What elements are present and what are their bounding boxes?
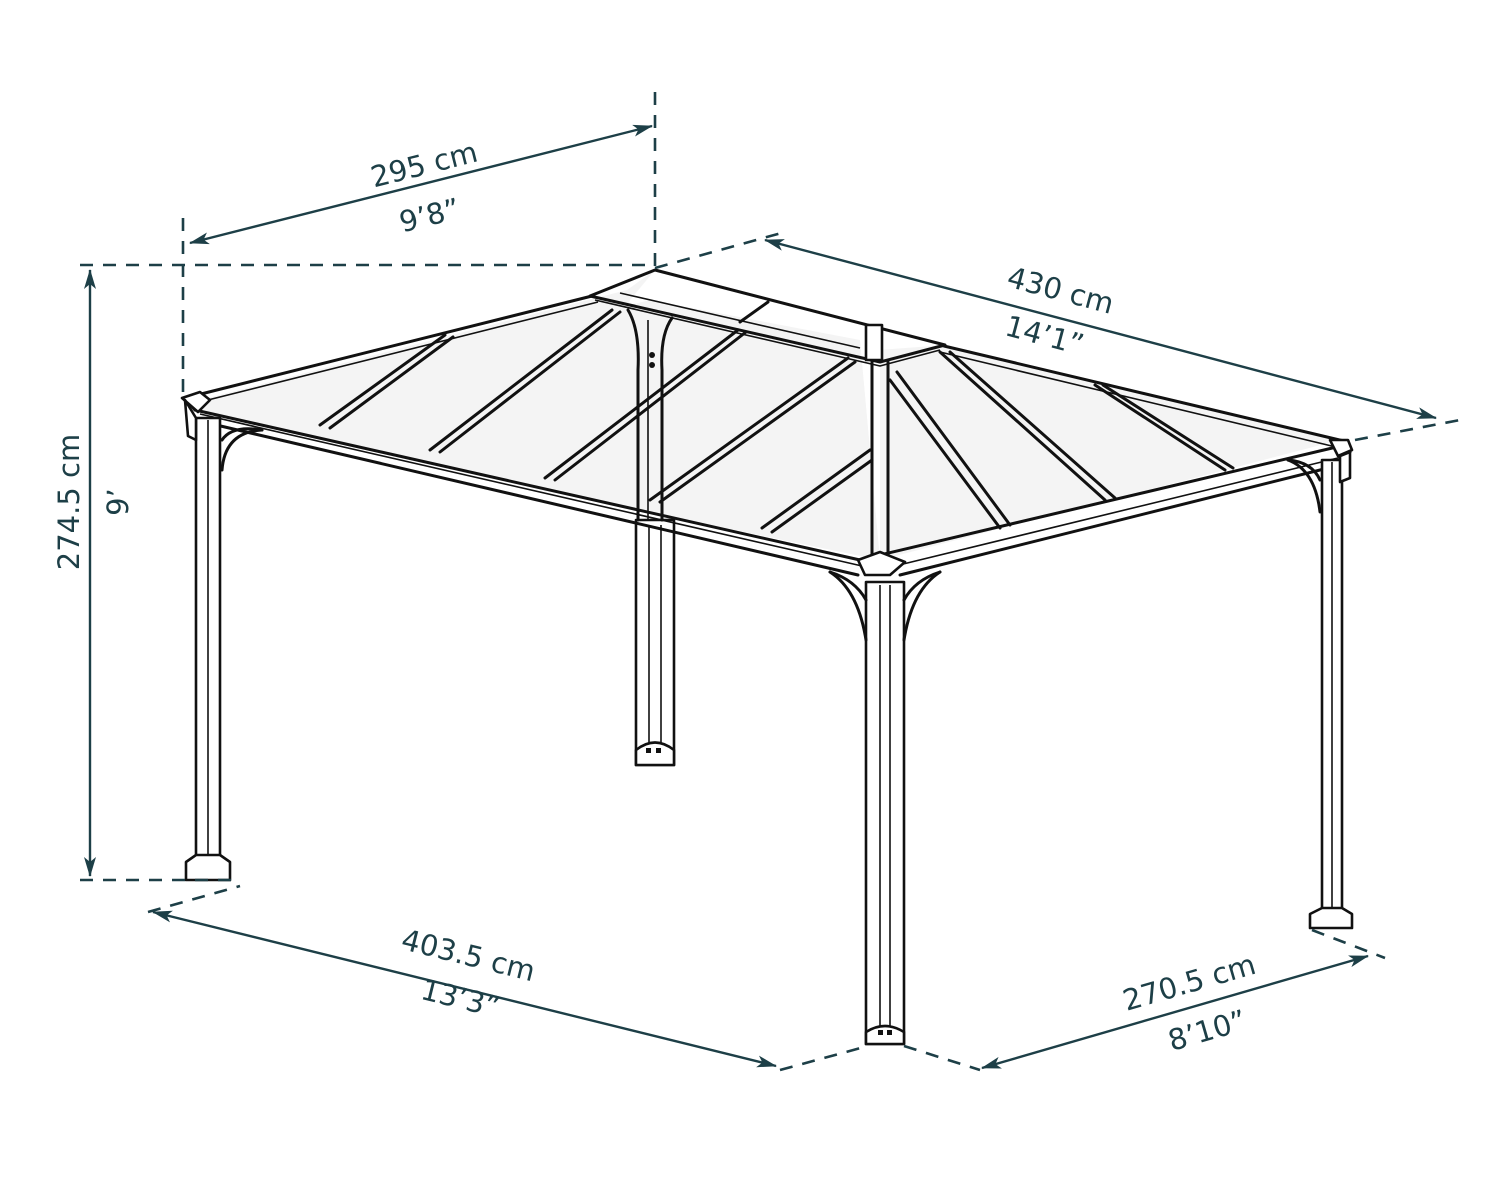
leg-left [183,398,264,882]
corner-cap-front [856,550,907,577]
ext-line-base-left-diag [147,884,241,914]
label-height-imperial: 9’ [101,488,135,516]
leg-right [1286,450,1354,930]
dim-arrow-base-length [152,910,777,1068]
label-top-depth-metric: 295 cm [367,135,481,195]
label-top-length-imperial: 14’1” [1002,309,1088,362]
label-height-metric: 274.5 cm [52,434,86,570]
gazebo-drawing [180,268,1354,1046]
corner-cap-left [180,390,212,414]
ext-line-right-corner [1354,418,1461,442]
ext-line-base-front-left [779,1044,869,1072]
dim-arrow-top-depth [189,124,653,245]
label-base-length-imperial: 13’3” [418,972,503,1024]
dim-arrow-base-depth [981,954,1369,1070]
ext-line-base-right [1311,928,1386,960]
dim-arrow-top-length [764,238,1437,420]
label-top-depth-imperial: 9’8” [396,191,464,239]
roof-hip-left [183,294,594,400]
ext-line-base-front-right [903,1044,981,1072]
roof-panel-front [205,300,880,560]
leg-front [828,570,942,1046]
rear-roof-post [626,308,674,522]
dimension-annotations [80,92,1461,1072]
ext-line-peak-right [654,230,786,270]
roof-panel-right [880,345,1340,560]
rear-leg [634,518,676,767]
